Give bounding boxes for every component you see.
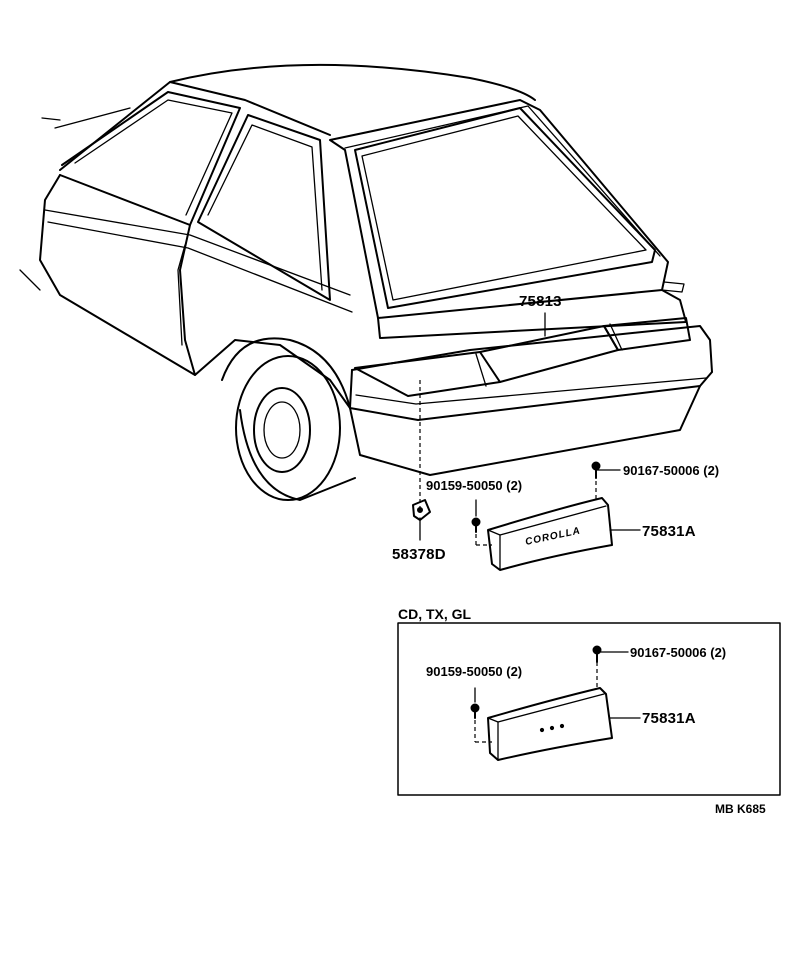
label-90167-upper: 90167-50006 (2) [623, 463, 719, 478]
license-plate-garnish: COROLLA [487, 497, 613, 571]
inset-label-90159: 90159-50050 (2) [426, 664, 522, 679]
screw-lower-icon [471, 517, 481, 533]
inset-label-90167: 90167-50006 (2) [630, 645, 726, 660]
diagram-code: MB K685 [715, 802, 766, 816]
screw-upper-icon [591, 461, 601, 479]
label-58378d: 58378D [392, 546, 446, 563]
label-75813: 75813 [519, 293, 562, 310]
car-body-drawing [19, 63, 713, 501]
label-75831a: 75831A [642, 523, 696, 540]
plate-emblem-text: COROLLA [524, 525, 582, 547]
inset-label-75831a: 75831A [642, 710, 696, 727]
inset-title: CD, TX, GL [398, 606, 472, 622]
inset-license-plate-garnish [487, 687, 613, 761]
label-90159-lower: 90159-50050 (2) [426, 478, 522, 493]
inset-screw-lower-icon [470, 703, 480, 719]
inset-screw-upper-icon [592, 645, 602, 663]
leader-lines [419, 312, 641, 546]
clip-icon [412, 499, 431, 521]
inset-panel: CD, TX, GL 90167-50006 (2) 90159-50050 (… [397, 606, 781, 796]
